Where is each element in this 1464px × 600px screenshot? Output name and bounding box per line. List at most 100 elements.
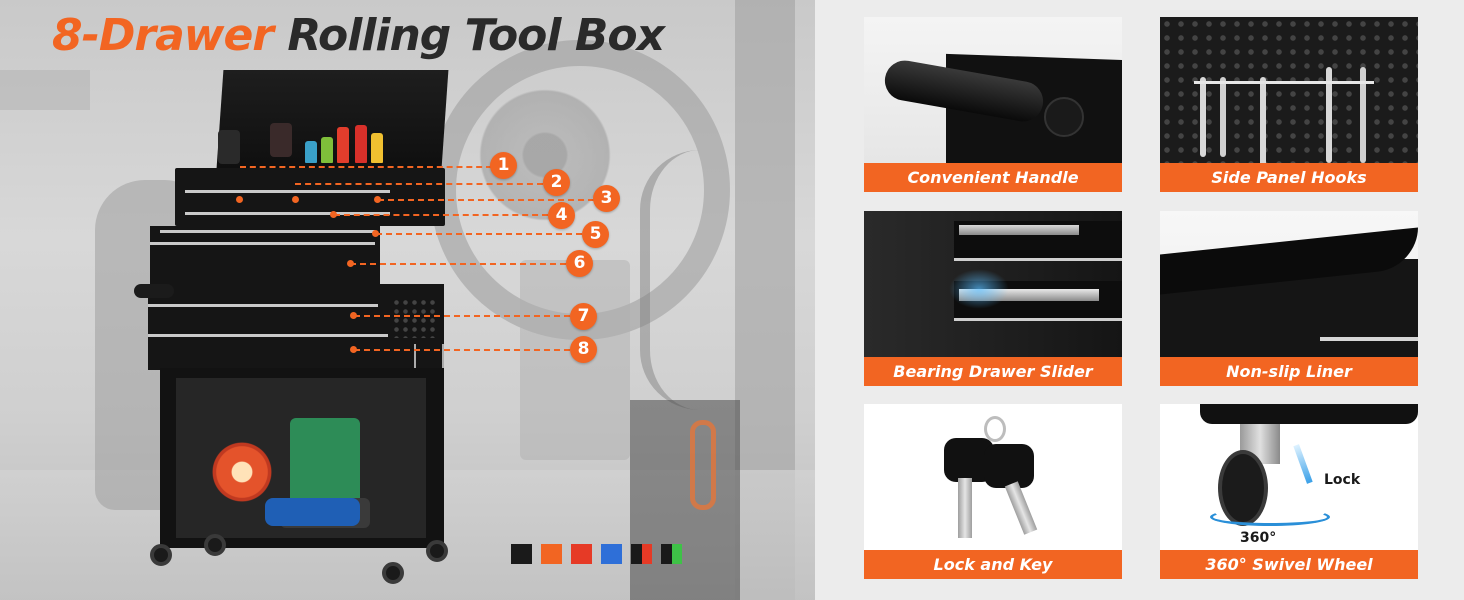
callout-dot (350, 346, 357, 353)
drawer-handle (185, 190, 390, 193)
callout-line (350, 263, 566, 265)
swatch-half (641, 544, 652, 564)
callout-7: 7 (570, 303, 597, 330)
bottle (321, 137, 333, 163)
callout-line (240, 166, 492, 168)
drawer-handle (148, 334, 388, 337)
swatch-half (661, 544, 672, 564)
wrench (1260, 77, 1266, 167)
caster-wheel (150, 544, 172, 566)
key-head (984, 444, 1034, 488)
callout-dot (236, 196, 243, 203)
cart-base (1200, 404, 1418, 424)
hooks-icon (1160, 17, 1418, 167)
handle-end (1044, 97, 1084, 137)
drawer-handle (1320, 337, 1418, 341)
caster-wheel (382, 562, 404, 584)
key-icon (864, 404, 1122, 550)
background-hose (640, 150, 760, 410)
callout-line (354, 349, 570, 351)
wrench (1200, 77, 1206, 157)
callout-line (378, 199, 594, 201)
callout-5: 5 (582, 221, 609, 248)
pegboard (392, 298, 438, 338)
callout-dot (292, 196, 299, 203)
oil-bottles (305, 123, 395, 163)
swatch-half (631, 544, 642, 564)
swatch-blue[interactable] (601, 544, 622, 564)
callout-3: 3 (593, 185, 620, 212)
wrench (1326, 67, 1332, 163)
drawer-handle (160, 230, 375, 233)
feature-caption: Side Panel Hooks (1160, 163, 1418, 192)
lock-arrow (1293, 444, 1313, 484)
hero-panel: 8-Drawer Rolling Tool Box (0, 0, 815, 600)
swatch-red[interactable] (571, 544, 592, 564)
drill (218, 130, 240, 164)
caster-wheel (204, 534, 226, 556)
callout-dot (374, 196, 381, 203)
key-blade (1004, 481, 1038, 535)
page-title: 8-Drawer Rolling Tool Box (52, 10, 665, 61)
wrench (1220, 77, 1226, 157)
cable-reel (210, 440, 274, 504)
feature-card-slider: Bearing Drawer Slider (864, 211, 1122, 386)
feature-card-handle: Convenient Handle (864, 17, 1122, 192)
feature-caption: 360° Swivel Wheel (1160, 550, 1418, 579)
callout-8: 8 (570, 336, 597, 363)
bottle (371, 133, 383, 163)
swatch-black-red[interactable] (631, 544, 652, 564)
callout-1: 1 (490, 152, 517, 179)
handle-icon (864, 17, 1122, 171)
drawer-handle (148, 304, 378, 307)
liner-icon (1160, 211, 1418, 357)
hook-rail (1194, 81, 1374, 91)
feature-caption: Non-slip Liner (1160, 357, 1418, 386)
callout-line (354, 315, 570, 317)
wrench (1360, 67, 1366, 163)
key-ring (984, 416, 1006, 442)
hanging-wrenches (414, 344, 444, 388)
rotation-arrow (1210, 508, 1330, 526)
tool-box-top-chest (175, 168, 445, 226)
callout-6: 6 (566, 250, 593, 277)
feature-card-liner: Non-slip Liner (1160, 211, 1418, 386)
slide-rail (959, 225, 1079, 235)
title-rest: Rolling Tool Box (287, 10, 665, 61)
tool-box-middle-chest (150, 226, 380, 284)
swatch-black[interactable] (511, 544, 532, 564)
drawer-handle (150, 242, 375, 245)
callout-dot (350, 312, 357, 319)
side-handle (134, 284, 174, 298)
background-shelf (0, 70, 90, 110)
feature-caption: Bearing Drawer Slider (864, 357, 1122, 386)
swatch-black-green[interactable] (661, 544, 682, 564)
feature-card-key: Lock and Key (864, 404, 1122, 579)
callout-dot (330, 211, 337, 218)
title-accent: 8-Drawer (52, 10, 274, 61)
callout-4: 4 (548, 202, 575, 229)
swatch-half (671, 544, 682, 564)
lock-label: Lock (1324, 472, 1361, 488)
background-cart (630, 400, 740, 600)
callout-line (334, 214, 548, 216)
slider-icon (864, 211, 1122, 357)
key-blade (958, 478, 972, 538)
drawer-handle (185, 212, 390, 215)
color-swatches (511, 544, 682, 564)
feature-card-hooks: Side Panel Hooks (1160, 17, 1418, 192)
bottle (337, 127, 349, 163)
bottle (355, 125, 367, 163)
callout-dot (372, 230, 379, 237)
feature-card-wheel: Lock 360° 360° Swivel Wheel (1160, 404, 1418, 579)
blue-power-tool (265, 498, 360, 526)
feature-caption: Convenient Handle (864, 163, 1122, 192)
callout-line (295, 183, 543, 185)
rotation-label: 360° (1240, 530, 1277, 546)
tool-box-image (130, 68, 450, 588)
swatch-orange[interactable] (541, 544, 562, 564)
callout-2: 2 (543, 169, 570, 196)
glow (949, 269, 1009, 309)
feature-caption: Lock and Key (864, 550, 1122, 579)
drill (270, 123, 292, 157)
